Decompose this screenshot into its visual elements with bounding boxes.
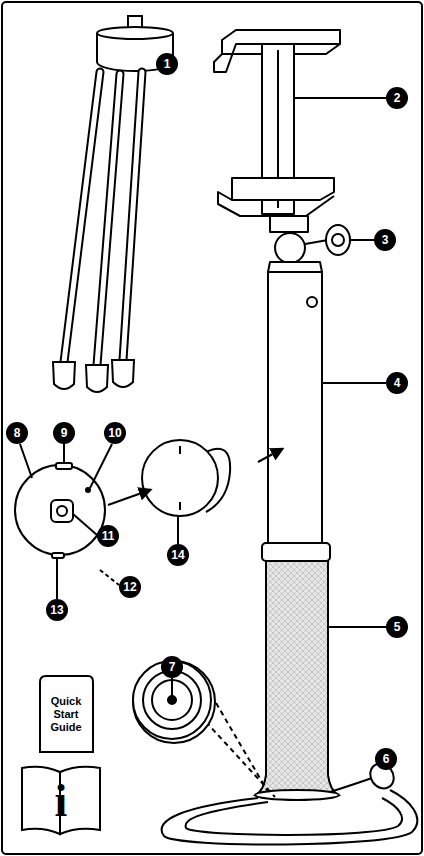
callout-number: 9: [53, 422, 75, 444]
tripod: [53, 16, 173, 392]
leader-line: [73, 514, 97, 535]
tripod-foot: [86, 365, 108, 392]
phone-holder: [214, 30, 350, 272]
leader-line: [350, 239, 374, 241]
callout-number: 8: [6, 422, 28, 444]
tripod-foot: [53, 362, 75, 389]
strap-cord: [330, 778, 372, 792]
tripod-leg: [64, 72, 142, 365]
tripod-mount-edge: [97, 33, 173, 39]
holder-bottom-jaw-edge: [218, 192, 334, 216]
tripod-leg-part: [97, 74, 120, 365]
callout-number: 2: [386, 87, 408, 109]
remote-led: [86, 488, 90, 492]
grip-band: [262, 543, 330, 561]
strap-inner: [186, 798, 402, 835]
cap-leader: [206, 722, 275, 797]
callout-number: 11: [97, 525, 119, 547]
booklet-title: Quick Start Guide: [41, 695, 91, 734]
knob-stem: [305, 240, 328, 244]
selfie-stick: [255, 272, 339, 800]
callout-number: 3: [374, 229, 396, 251]
tripod-leg-part: [64, 72, 100, 362]
callout-number: 6: [375, 748, 397, 770]
tripod-leg-part: [123, 72, 142, 360]
telescopic-shaft: [268, 272, 322, 544]
camera-button-icon: [57, 506, 67, 516]
mount-arrow: [108, 490, 150, 505]
documents: [22, 676, 100, 834]
tripod-leg-part: [97, 74, 120, 365]
leader-line: [63, 444, 65, 463]
holder-tick: [179, 446, 181, 454]
cap-ring: [143, 671, 201, 729]
shaft-collar: [268, 262, 322, 272]
leader-line: [56, 558, 58, 599]
leader-line: [328, 626, 386, 628]
leader-line: [171, 678, 173, 696]
remote-body: [15, 465, 105, 555]
callout-leaders: [156, 64, 386, 770]
callout-number: 12: [119, 576, 141, 598]
strap-outer: [162, 790, 418, 845]
leader-line: [20, 444, 32, 478]
callout-number: 13: [46, 599, 68, 621]
camera-button: [51, 500, 73, 522]
manual-page: [22, 767, 60, 834]
callout-number: 4: [386, 372, 408, 394]
leader-line: [294, 97, 386, 99]
ball-joint: [275, 233, 305, 263]
leader-line: [100, 570, 119, 585]
charging-port: [52, 553, 64, 558]
info-symbol: i: [55, 778, 68, 824]
leader-line: [177, 516, 179, 544]
locking-knob-center: [332, 234, 344, 246]
remote-holder: [108, 440, 282, 544]
remote-switch: [56, 463, 72, 469]
leader-line: [90, 444, 112, 488]
cap-center: [168, 696, 176, 704]
callout-number: 1: [156, 53, 178, 75]
leader-line: [322, 382, 386, 384]
tripod-leg-part: [123, 72, 142, 360]
locking-knob: [326, 225, 350, 255]
callout-number: 7: [161, 656, 183, 678]
ball-joint-base: [270, 216, 308, 232]
callout-number: 14: [167, 544, 189, 566]
holder-ring: [142, 440, 218, 516]
holder-tick: [179, 502, 181, 510]
callout-number: 5: [386, 616, 408, 638]
remote-control: [15, 444, 119, 599]
end-cap: [133, 661, 275, 797]
shaft-hole: [307, 297, 317, 307]
callout-number: 10: [104, 422, 126, 444]
tripod-foot: [112, 360, 134, 387]
tripod-leg-part: [64, 72, 100, 362]
mount-arrow: [258, 449, 282, 462]
quick-start-booklet: [40, 676, 93, 752]
handle-grip: [256, 561, 338, 795]
wrist-strap: [162, 759, 418, 845]
holder-bottom-jaw: [232, 178, 334, 200]
